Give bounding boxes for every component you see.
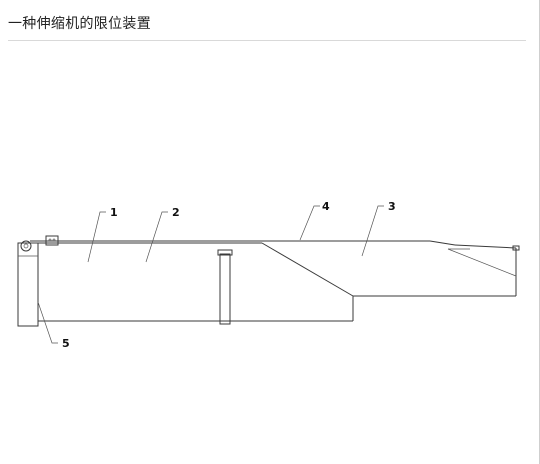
callout-1: 1	[110, 206, 118, 219]
middle-support-post	[217, 249, 233, 325]
top-belt	[30, 240, 430, 244]
leader-lines	[37, 205, 384, 344]
callout-5: 5	[62, 337, 70, 350]
callout-3: 3	[388, 200, 396, 213]
extension-section	[429, 240, 520, 296]
callout-2: 2	[172, 206, 180, 219]
left-end-post	[17, 240, 39, 327]
page-title: 一种伸缩机的限位装置	[8, 16, 151, 32]
callout-4: 4	[322, 200, 330, 213]
sloped-transition	[261, 242, 516, 297]
main-body	[38, 296, 354, 322]
title-bar: 一种伸缩机的限位装置	[8, 14, 526, 41]
